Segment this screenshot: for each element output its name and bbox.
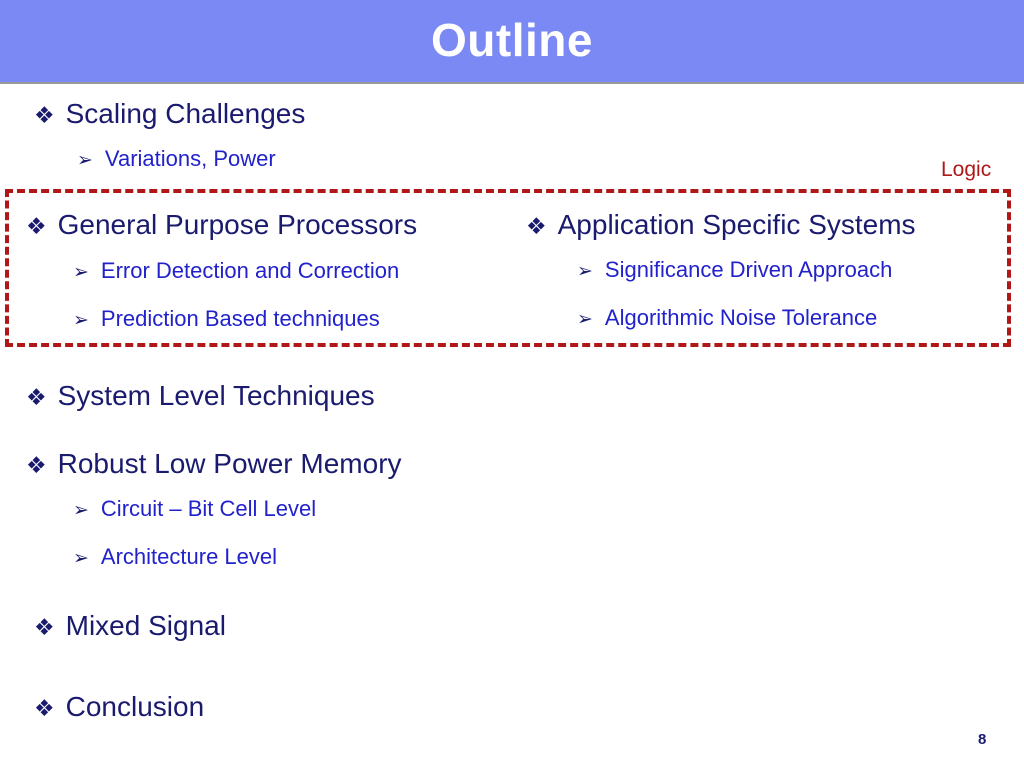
- arrow-bullet-icon: ➢: [73, 547, 89, 569]
- outline-item-label: Architecture Level: [100, 544, 278, 569]
- outline-item-prediction-based-techniques[interactable]: ➢ Prediction Based techniques: [73, 306, 380, 332]
- diamond-bullet-icon: ❖: [526, 214, 547, 240]
- arrow-bullet-icon: ➢: [577, 308, 593, 330]
- diamond-bullet-icon: ❖: [34, 615, 55, 641]
- outline-item-label: Scaling Challenges: [65, 98, 306, 129]
- outline-item-label: Error Detection and Correction: [100, 258, 400, 283]
- diamond-bullet-icon: ❖: [34, 696, 55, 722]
- outline-item-label: Robust Low Power Memory: [57, 448, 402, 479]
- page-title: Outline: [431, 14, 593, 66]
- outline-item-label: Application Specific Systems: [557, 209, 916, 240]
- outline-item-application-specific-systems[interactable]: ❖ Application Specific Systems: [526, 209, 916, 241]
- logic-highlight-box: [5, 189, 1011, 347]
- outline-item-label: Conclusion: [65, 691, 205, 722]
- outline-item-circuit-bit-cell-level[interactable]: ➢ Circuit – Bit Cell Level: [73, 496, 316, 522]
- diamond-bullet-icon: ❖: [26, 453, 47, 479]
- logic-annotation-label: Logic: [941, 158, 992, 181]
- diamond-bullet-icon: ❖: [34, 103, 55, 129]
- outline-item-label: System Level Techniques: [57, 380, 375, 411]
- arrow-bullet-icon: ➢: [73, 309, 89, 331]
- arrow-bullet-icon: ➢: [77, 149, 93, 171]
- outline-item-system-level-techniques[interactable]: ❖ System Level Techniques: [26, 380, 375, 412]
- slide-number: 8: [978, 731, 987, 748]
- diamond-bullet-icon: ❖: [26, 385, 47, 411]
- outline-item-general-purpose-processors[interactable]: ❖ General Purpose Processors: [26, 209, 417, 241]
- outline-item-label: Variations, Power: [104, 146, 276, 171]
- outline-item-label: General Purpose Processors: [57, 209, 418, 240]
- arrow-bullet-icon: ➢: [73, 261, 89, 283]
- outline-item-label: Circuit – Bit Cell Level: [100, 496, 317, 521]
- outline-item-label: Algorithmic Noise Tolerance: [604, 305, 878, 330]
- outline-item-significance-driven-approach[interactable]: ➢ Significance Driven Approach: [577, 257, 892, 283]
- arrow-bullet-icon: ➢: [577, 260, 593, 282]
- outline-item-error-detection-and-correction[interactable]: ➢ Error Detection and Correction: [73, 258, 399, 284]
- outline-item-mixed-signal[interactable]: ❖ Mixed Signal: [34, 610, 226, 642]
- outline-item-label: Prediction Based techniques: [100, 306, 380, 331]
- outline-item-label: Significance Driven Approach: [604, 257, 893, 282]
- slide-title-bar: Outline: [0, 0, 1024, 84]
- arrow-bullet-icon: ➢: [73, 499, 89, 521]
- outline-item-scaling-challenges[interactable]: ❖ Scaling Challenges: [34, 98, 305, 130]
- outline-item-architecture-level[interactable]: ➢ Architecture Level: [73, 544, 277, 570]
- outline-item-conclusion[interactable]: ❖ Conclusion: [34, 691, 204, 723]
- outline-item-robust-low-power-memory[interactable]: ❖ Robust Low Power Memory: [26, 448, 402, 480]
- outline-item-label: Mixed Signal: [65, 610, 226, 641]
- outline-item-algorithmic-noise-tolerance[interactable]: ➢ Algorithmic Noise Tolerance: [577, 305, 877, 331]
- diamond-bullet-icon: ❖: [26, 214, 47, 240]
- outline-item-variations-power[interactable]: ➢ Variations, Power: [77, 146, 276, 172]
